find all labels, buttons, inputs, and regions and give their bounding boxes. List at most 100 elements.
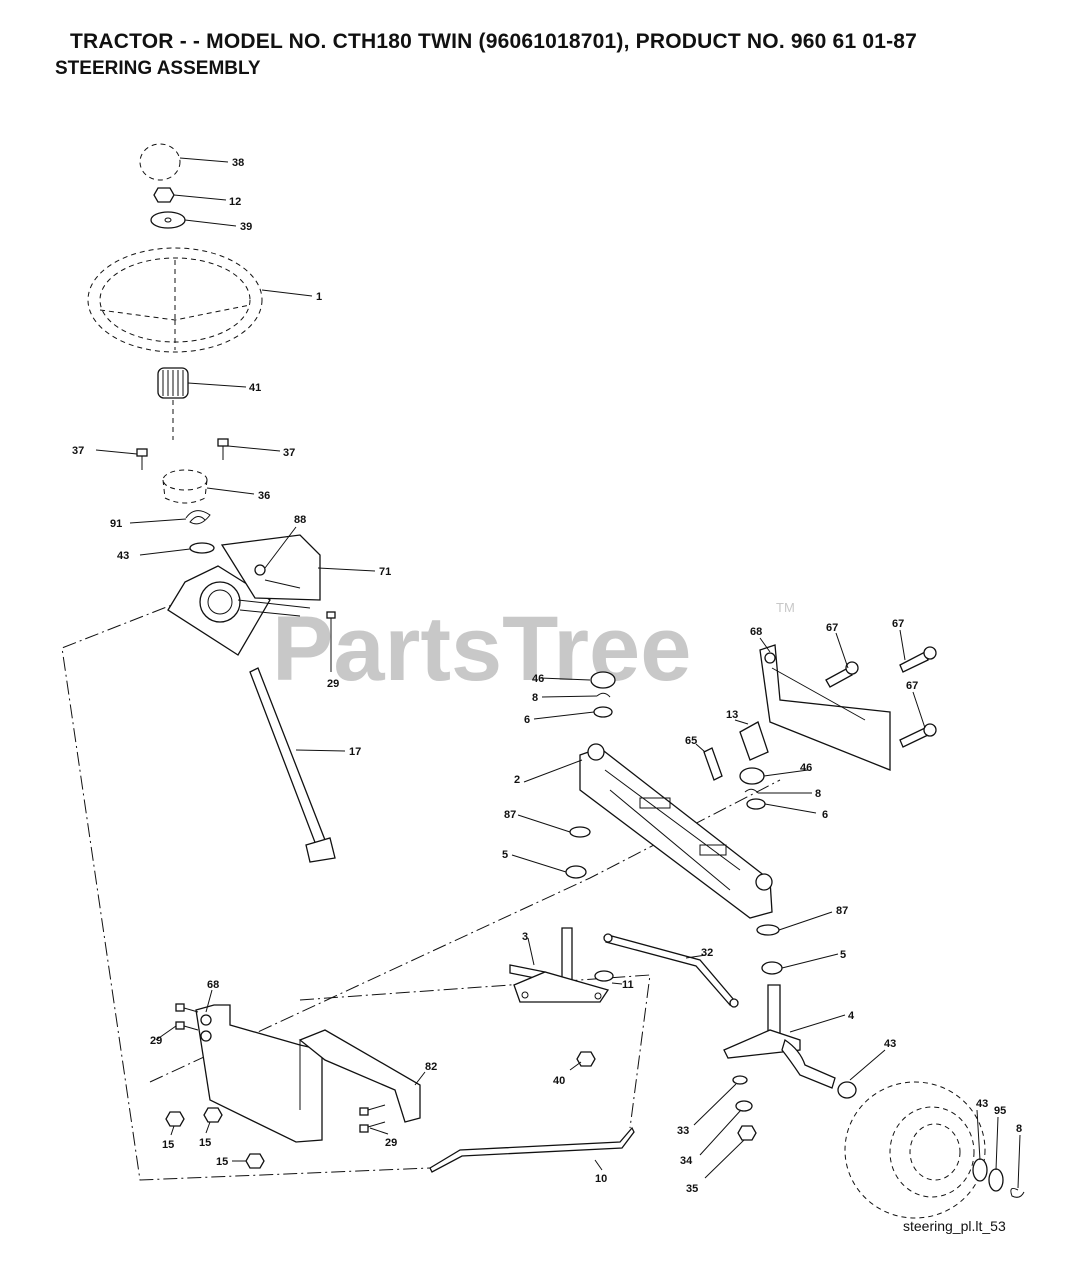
washer-5-left [565, 865, 587, 879]
page-title: TRACTOR - - MODEL NO. CTH180 TWIN (96061… [70, 30, 918, 53]
nut-35 [737, 1125, 757, 1141]
washer-43-right [837, 1081, 857, 1099]
reference-line-mid [149, 779, 781, 1083]
callout-label: 8 [815, 788, 821, 800]
callout-label: 37 [72, 445, 84, 457]
callout-label: 39 [240, 221, 252, 233]
front-wheel [844, 1081, 986, 1219]
spindle-left [509, 927, 610, 1003]
callout-label: 5 [502, 849, 508, 861]
callout-label: 46 [800, 762, 812, 774]
callout-label: 88 [294, 514, 306, 526]
callout-label: 15 [162, 1139, 174, 1151]
callout-label: 95 [994, 1105, 1006, 1117]
clip-8-right [744, 788, 759, 794]
callout-label: 68 [750, 626, 762, 638]
washer-43-wheel [972, 1158, 988, 1182]
nut-15-c [245, 1153, 265, 1169]
callout-label: 17 [349, 746, 361, 758]
callout-label: 87 [836, 905, 848, 917]
callout-label: 12 [229, 196, 241, 208]
washer-34 [735, 1100, 753, 1112]
drawing-code: steering_pl.lt_53 [903, 1218, 1006, 1234]
steering-bracket-right [759, 644, 891, 771]
callout-label: 2 [514, 774, 520, 786]
bolt-gearbox [326, 611, 336, 640]
bolt-29-lower-a [175, 1003, 199, 1013]
callout-label: 29 [327, 678, 339, 690]
callout-labels: 3 8 12 39 1 41 37 37 36 91 88 43 71 29 17… [72, 157, 1022, 1195]
callout-label: 34 [680, 1155, 693, 1167]
callout-label: 82 [425, 1061, 437, 1073]
watermark-tm: TM [776, 600, 795, 615]
watermark: PartsTree [272, 598, 691, 700]
callout-label: 40 [553, 1075, 565, 1087]
callout-label: 67 [826, 622, 838, 634]
callout-label: 6 [822, 809, 828, 821]
bolt-29-lower-c [359, 1104, 386, 1116]
callout-label: 71 [379, 566, 391, 578]
steering-cap [139, 143, 181, 181]
page-subtitle: STEERING ASSEMBLY [55, 58, 261, 79]
callout-label: 13 [726, 709, 738, 721]
callout-label: 37 [283, 447, 295, 459]
bracket-82 [298, 1029, 421, 1123]
callout-label: 43 [884, 1038, 896, 1050]
clip-8-left [596, 692, 611, 698]
callout-label: 11 [622, 979, 634, 991]
callout-label: 5 [840, 949, 846, 961]
steering-gearbox [167, 534, 321, 656]
callout-label: 87 [504, 809, 516, 821]
washer-6-left [593, 706, 613, 718]
washer-87-left [569, 826, 591, 838]
hair-pin-clip [185, 510, 211, 525]
bolt-67-a [825, 661, 859, 688]
callout-label: 68 [207, 979, 219, 991]
washer-87-right [756, 924, 780, 936]
callout-label: 15 [199, 1137, 211, 1149]
callout-label: 41 [249, 382, 261, 394]
tie-rod [429, 1126, 635, 1173]
callout-label: 29 [385, 1137, 397, 1149]
spindle-right [723, 984, 836, 1089]
front-axle [579, 743, 773, 919]
steering-shaft [249, 667, 336, 863]
callout-label: 6 [524, 714, 530, 726]
callout-label: 33 [677, 1125, 689, 1137]
clip-8-wheel [1010, 1188, 1025, 1198]
cap-46-left [590, 671, 616, 689]
nut [153, 187, 175, 203]
callout-label: 43 [976, 1098, 988, 1110]
callout-label: 29 [150, 1035, 162, 1047]
callout-label: 4 [848, 1010, 855, 1022]
callout-label: 1 [316, 291, 322, 303]
nut-15-b [203, 1107, 223, 1123]
steering-adapter [157, 367, 189, 440]
bolt-67-b [899, 646, 937, 673]
callout-label: 43 [117, 550, 129, 562]
callout-label: 8 [1016, 1123, 1022, 1135]
callout-label: 65 [685, 735, 697, 747]
nut-40 [576, 1051, 596, 1067]
washer-gearbox [189, 542, 215, 554]
steering-wheel [87, 247, 263, 353]
screw-left [136, 448, 148, 470]
callout-label: 3 [522, 931, 528, 943]
callout-label: 91 [110, 518, 122, 530]
callout-label: 32 [701, 947, 713, 959]
callout-label: 46 [532, 673, 544, 685]
washer-5-right [761, 961, 783, 975]
callout-label: 67 [892, 618, 904, 630]
washer-33 [732, 1075, 748, 1085]
callout-label: 67 [906, 680, 918, 692]
cap-46-right [739, 767, 765, 785]
washer [150, 211, 186, 229]
reference-line-left [61, 589, 431, 1181]
callout-label: 35 [686, 1183, 698, 1195]
pin [703, 747, 723, 781]
callout-label: 36 [258, 490, 270, 502]
bolt-29-lower-b [175, 1021, 199, 1031]
bolt-29-lower-d [359, 1121, 386, 1133]
screw-right [217, 438, 229, 460]
